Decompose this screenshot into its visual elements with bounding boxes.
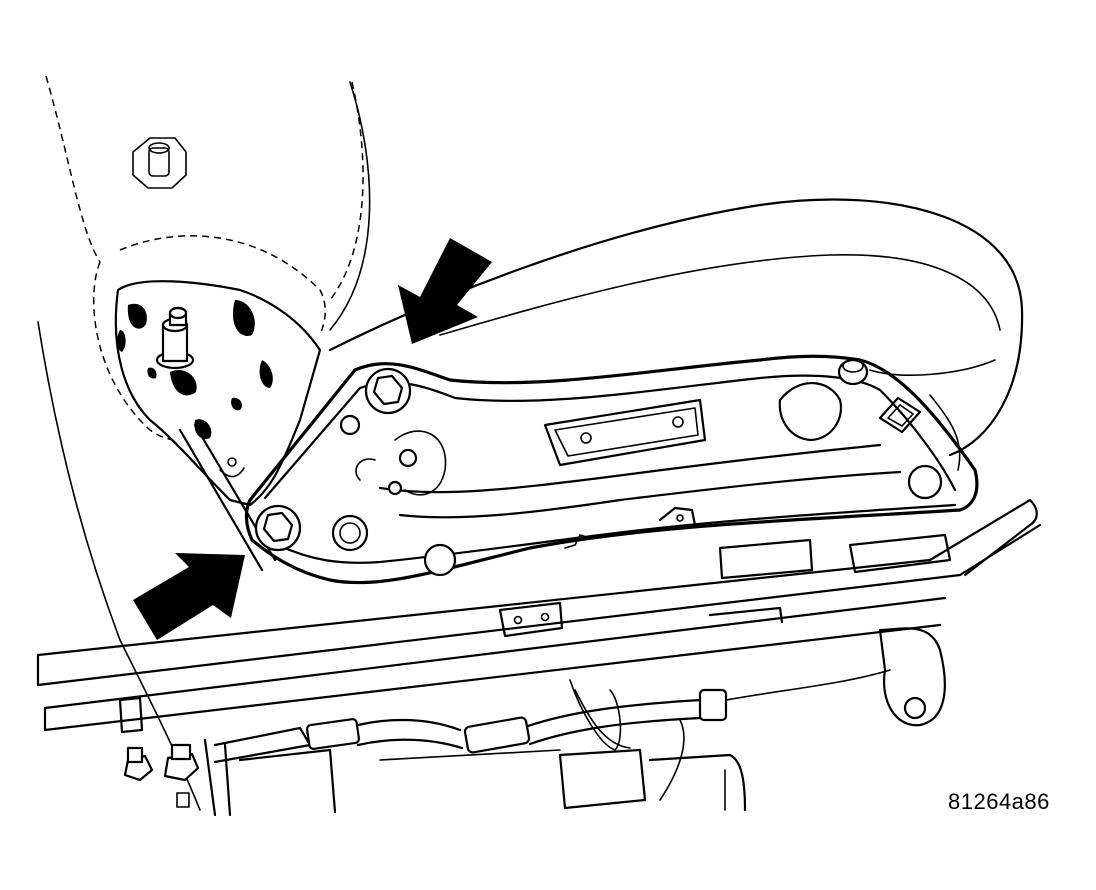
headrest-nut-icon xyxy=(132,137,187,189)
seat-cushion xyxy=(328,198,1024,471)
seat-track-rail xyxy=(36,498,1042,734)
floor-structure xyxy=(123,738,747,817)
hex-nut-left-icon xyxy=(123,746,154,782)
floor-lines xyxy=(37,321,201,811)
cable-harness xyxy=(213,669,891,810)
frame-bolt-lower-icon xyxy=(254,504,302,552)
callout-arrow-upper-icon xyxy=(398,238,492,344)
recliner-bracket xyxy=(114,280,322,507)
seat-side-frame xyxy=(244,354,979,585)
hex-nut-right-icon xyxy=(163,743,200,782)
frame-bolt-upper-icon xyxy=(364,367,412,415)
pivot-stud-icon xyxy=(155,306,195,370)
callout-arrow-lower-icon xyxy=(133,553,245,640)
figure-id-label: 81264a86 xyxy=(948,789,1050,814)
